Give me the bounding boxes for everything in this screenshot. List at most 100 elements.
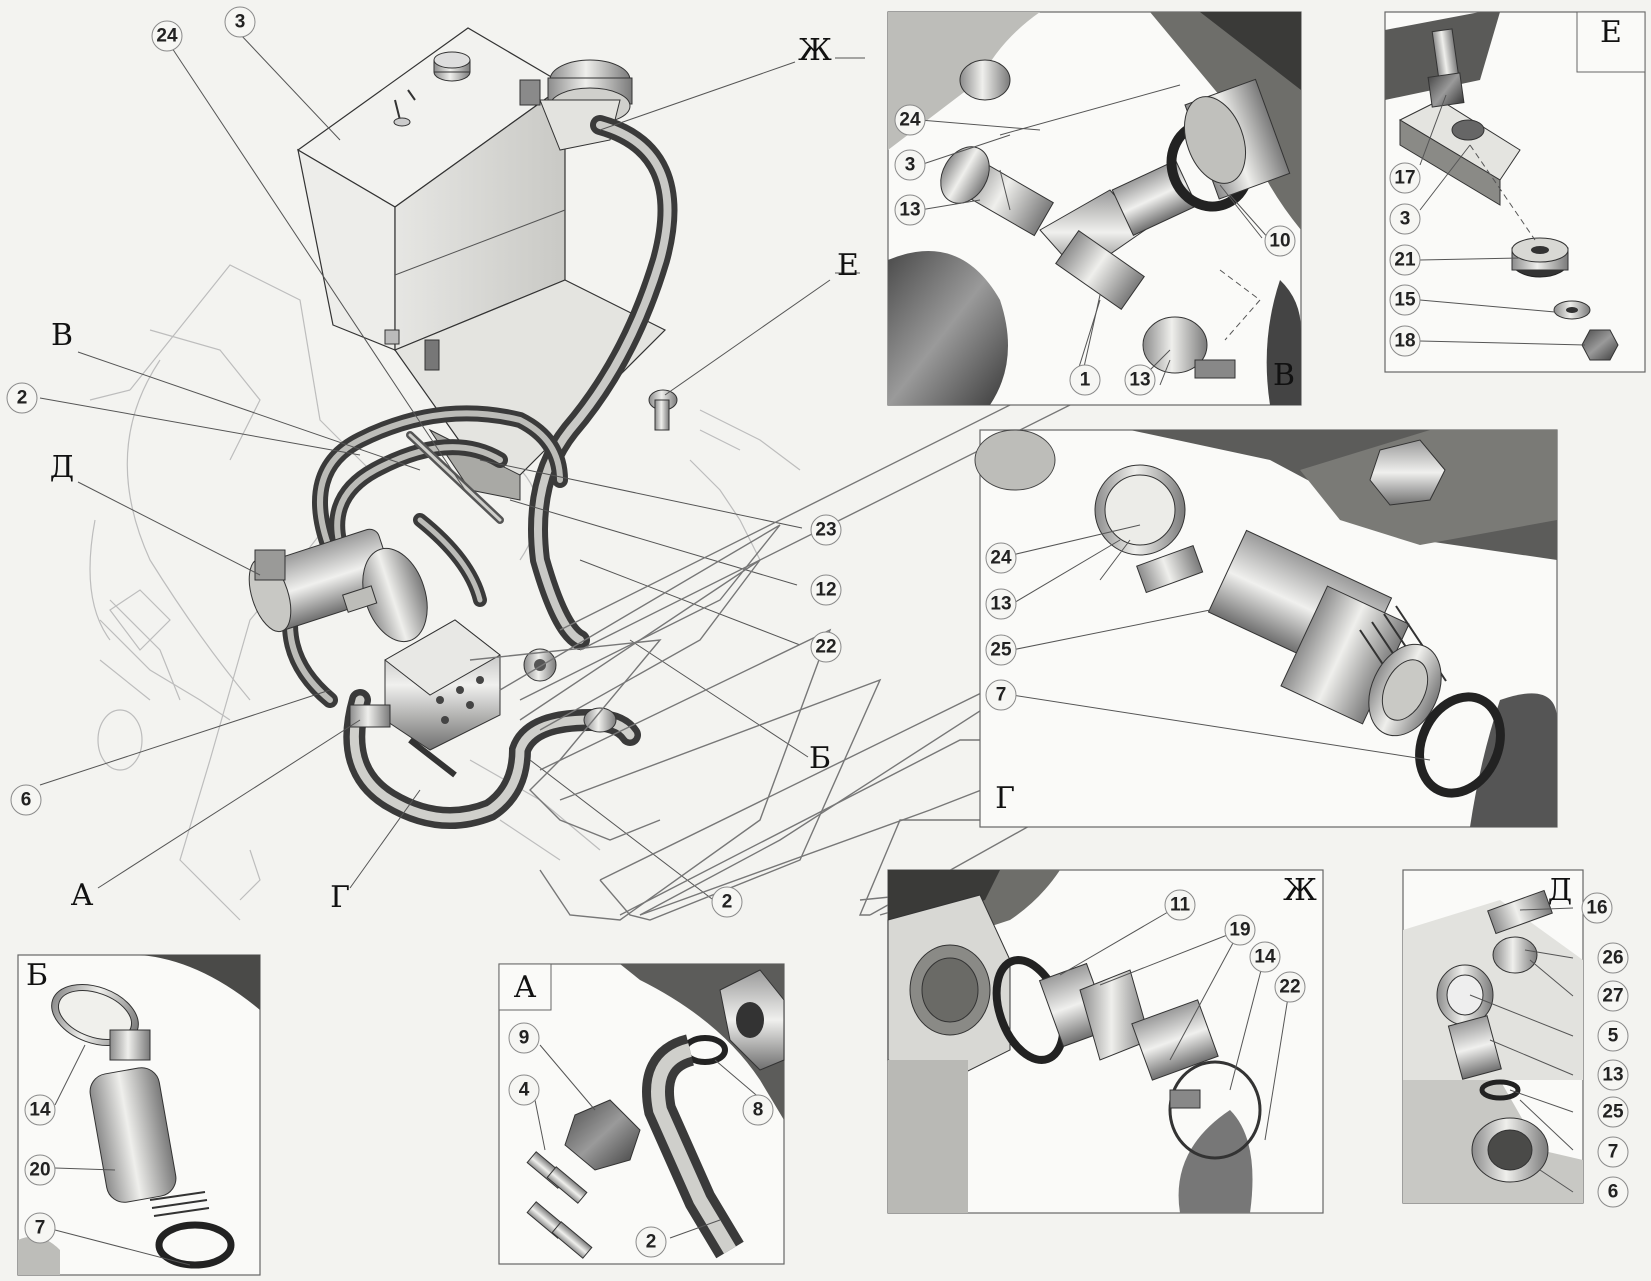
callout-g-7: 7 bbox=[985, 679, 1017, 711]
view-a bbox=[498, 963, 785, 1265]
svg-text:14: 14 bbox=[29, 1100, 51, 1121]
svg-text:3: 3 bbox=[1400, 209, 1411, 230]
svg-text:16: 16 bbox=[1586, 898, 1607, 919]
main-letter-v: В bbox=[51, 318, 73, 353]
callout-v-3: 3 bbox=[894, 149, 926, 181]
svg-text:2: 2 bbox=[646, 1232, 657, 1253]
svg-text:17: 17 bbox=[1394, 168, 1415, 189]
view-a-letter: А bbox=[514, 970, 537, 1005]
callout-a-8: 8 bbox=[742, 1094, 774, 1126]
callout-main-3: 3 bbox=[224, 6, 256, 38]
callout-b-7: 7 bbox=[24, 1212, 56, 1244]
svg-text:5: 5 bbox=[1608, 1026, 1619, 1047]
svg-text:27: 27 bbox=[1602, 986, 1623, 1007]
svg-text:3: 3 bbox=[235, 12, 246, 33]
callout-a-4: 4 bbox=[508, 1074, 540, 1106]
callout-d-5: 5 bbox=[1597, 1020, 1629, 1052]
svg-text:24: 24 bbox=[156, 26, 178, 47]
callouts: 24 3 2 6 23 12 22 2 24 3 13 10 1 13 17 3… bbox=[6, 6, 1629, 1258]
svg-text:13: 13 bbox=[899, 200, 920, 221]
svg-text:25: 25 bbox=[1602, 1102, 1624, 1123]
callout-ye-15: 15 bbox=[1389, 284, 1421, 316]
callout-main-24: 24 bbox=[151, 20, 183, 52]
main-letter-a: А bbox=[71, 878, 94, 913]
svg-text:4: 4 bbox=[519, 1080, 530, 1101]
svg-text:12: 12 bbox=[815, 580, 836, 601]
callout-main-6: 6 bbox=[10, 784, 42, 816]
callout-d-13: 13 bbox=[1597, 1059, 1629, 1091]
callout-main-2a: 2 bbox=[6, 382, 38, 414]
callout-ye-17: 17 bbox=[1389, 162, 1421, 194]
svg-text:2: 2 bbox=[17, 388, 28, 409]
callout-d-25: 25 bbox=[1597, 1096, 1629, 1128]
callout-ye-18: 18 bbox=[1389, 325, 1421, 357]
callout-a-9: 9 bbox=[508, 1022, 540, 1054]
view-zh bbox=[887, 869, 1324, 1214]
view-v-letter: В bbox=[1273, 358, 1295, 393]
svg-text:7: 7 bbox=[1608, 1142, 1619, 1163]
callout-a-2: 2 bbox=[635, 1226, 667, 1258]
callout-ye-3: 3 bbox=[1389, 203, 1421, 235]
svg-text:9: 9 bbox=[519, 1028, 530, 1049]
svg-text:10: 10 bbox=[1269, 231, 1290, 252]
main-letter-ye: Е bbox=[837, 248, 859, 283]
callout-g-13: 13 bbox=[985, 588, 1017, 620]
svg-text:7: 7 bbox=[996, 685, 1007, 706]
view-g-letter: Г bbox=[995, 781, 1015, 816]
svg-text:2: 2 bbox=[722, 892, 733, 913]
pump-unit bbox=[248, 528, 617, 778]
callout-main-23: 23 bbox=[810, 514, 842, 546]
callout-b-14: 14 bbox=[24, 1094, 56, 1126]
main-letter-b: Б bbox=[809, 741, 831, 776]
filter-housing-zh bbox=[519, 59, 633, 151]
svg-text:13: 13 bbox=[1129, 370, 1150, 391]
view-g bbox=[974, 429, 1558, 828]
callout-zh-22: 22 bbox=[1274, 971, 1306, 1003]
svg-text:6: 6 bbox=[21, 790, 32, 811]
callout-v-13b: 13 bbox=[1124, 364, 1156, 396]
main-letter-d: Д bbox=[50, 450, 74, 485]
callout-v-24: 24 bbox=[894, 104, 926, 136]
callout-zh-11: 11 bbox=[1164, 889, 1196, 921]
svg-text:14: 14 bbox=[1254, 947, 1276, 968]
svg-text:23: 23 bbox=[815, 520, 836, 541]
view-ye bbox=[1384, 11, 1646, 373]
callout-main-12: 12 bbox=[810, 574, 842, 606]
callout-d-6: 6 bbox=[1597, 1176, 1629, 1208]
svg-text:7: 7 bbox=[35, 1218, 46, 1239]
svg-text:8: 8 bbox=[753, 1100, 764, 1121]
svg-text:13: 13 bbox=[990, 594, 1011, 615]
callout-v-10: 10 bbox=[1264, 225, 1296, 257]
callout-ye-21: 21 bbox=[1389, 244, 1421, 276]
callout-zh-14: 14 bbox=[1249, 941, 1281, 973]
oil-tank bbox=[296, 27, 678, 501]
view-b-letter: Б bbox=[26, 958, 48, 993]
callout-main-2b: 2 bbox=[711, 886, 743, 918]
callout-g-25: 25 bbox=[985, 634, 1017, 666]
callout-g-24: 24 bbox=[985, 542, 1017, 574]
callout-b-20: 20 bbox=[24, 1154, 56, 1186]
callout-d-7: 7 bbox=[1597, 1136, 1629, 1168]
svg-text:21: 21 bbox=[1394, 250, 1416, 271]
view-d bbox=[1402, 869, 1584, 1204]
callout-d-27: 27 bbox=[1597, 980, 1629, 1012]
svg-text:19: 19 bbox=[1229, 920, 1250, 941]
svg-text:24: 24 bbox=[990, 548, 1012, 569]
svg-text:15: 15 bbox=[1394, 290, 1416, 311]
callout-d-26: 26 bbox=[1597, 942, 1629, 974]
view-zh-letter: Ж bbox=[1283, 873, 1317, 908]
callout-v-1: 1 bbox=[1069, 364, 1101, 396]
svg-text:3: 3 bbox=[905, 155, 916, 176]
main-assembly bbox=[39, 27, 1221, 921]
svg-text:11: 11 bbox=[1170, 895, 1191, 916]
callout-v-13a: 13 bbox=[894, 194, 926, 226]
svg-text:22: 22 bbox=[1279, 977, 1300, 998]
svg-text:18: 18 bbox=[1394, 331, 1415, 352]
callout-main-22: 22 bbox=[810, 631, 842, 663]
svg-text:1: 1 bbox=[1080, 370, 1091, 391]
main-letter-zh: Ж bbox=[798, 33, 832, 68]
svg-text:13: 13 bbox=[1602, 1065, 1623, 1086]
svg-text:24: 24 bbox=[899, 110, 921, 131]
svg-text:20: 20 bbox=[29, 1160, 50, 1181]
